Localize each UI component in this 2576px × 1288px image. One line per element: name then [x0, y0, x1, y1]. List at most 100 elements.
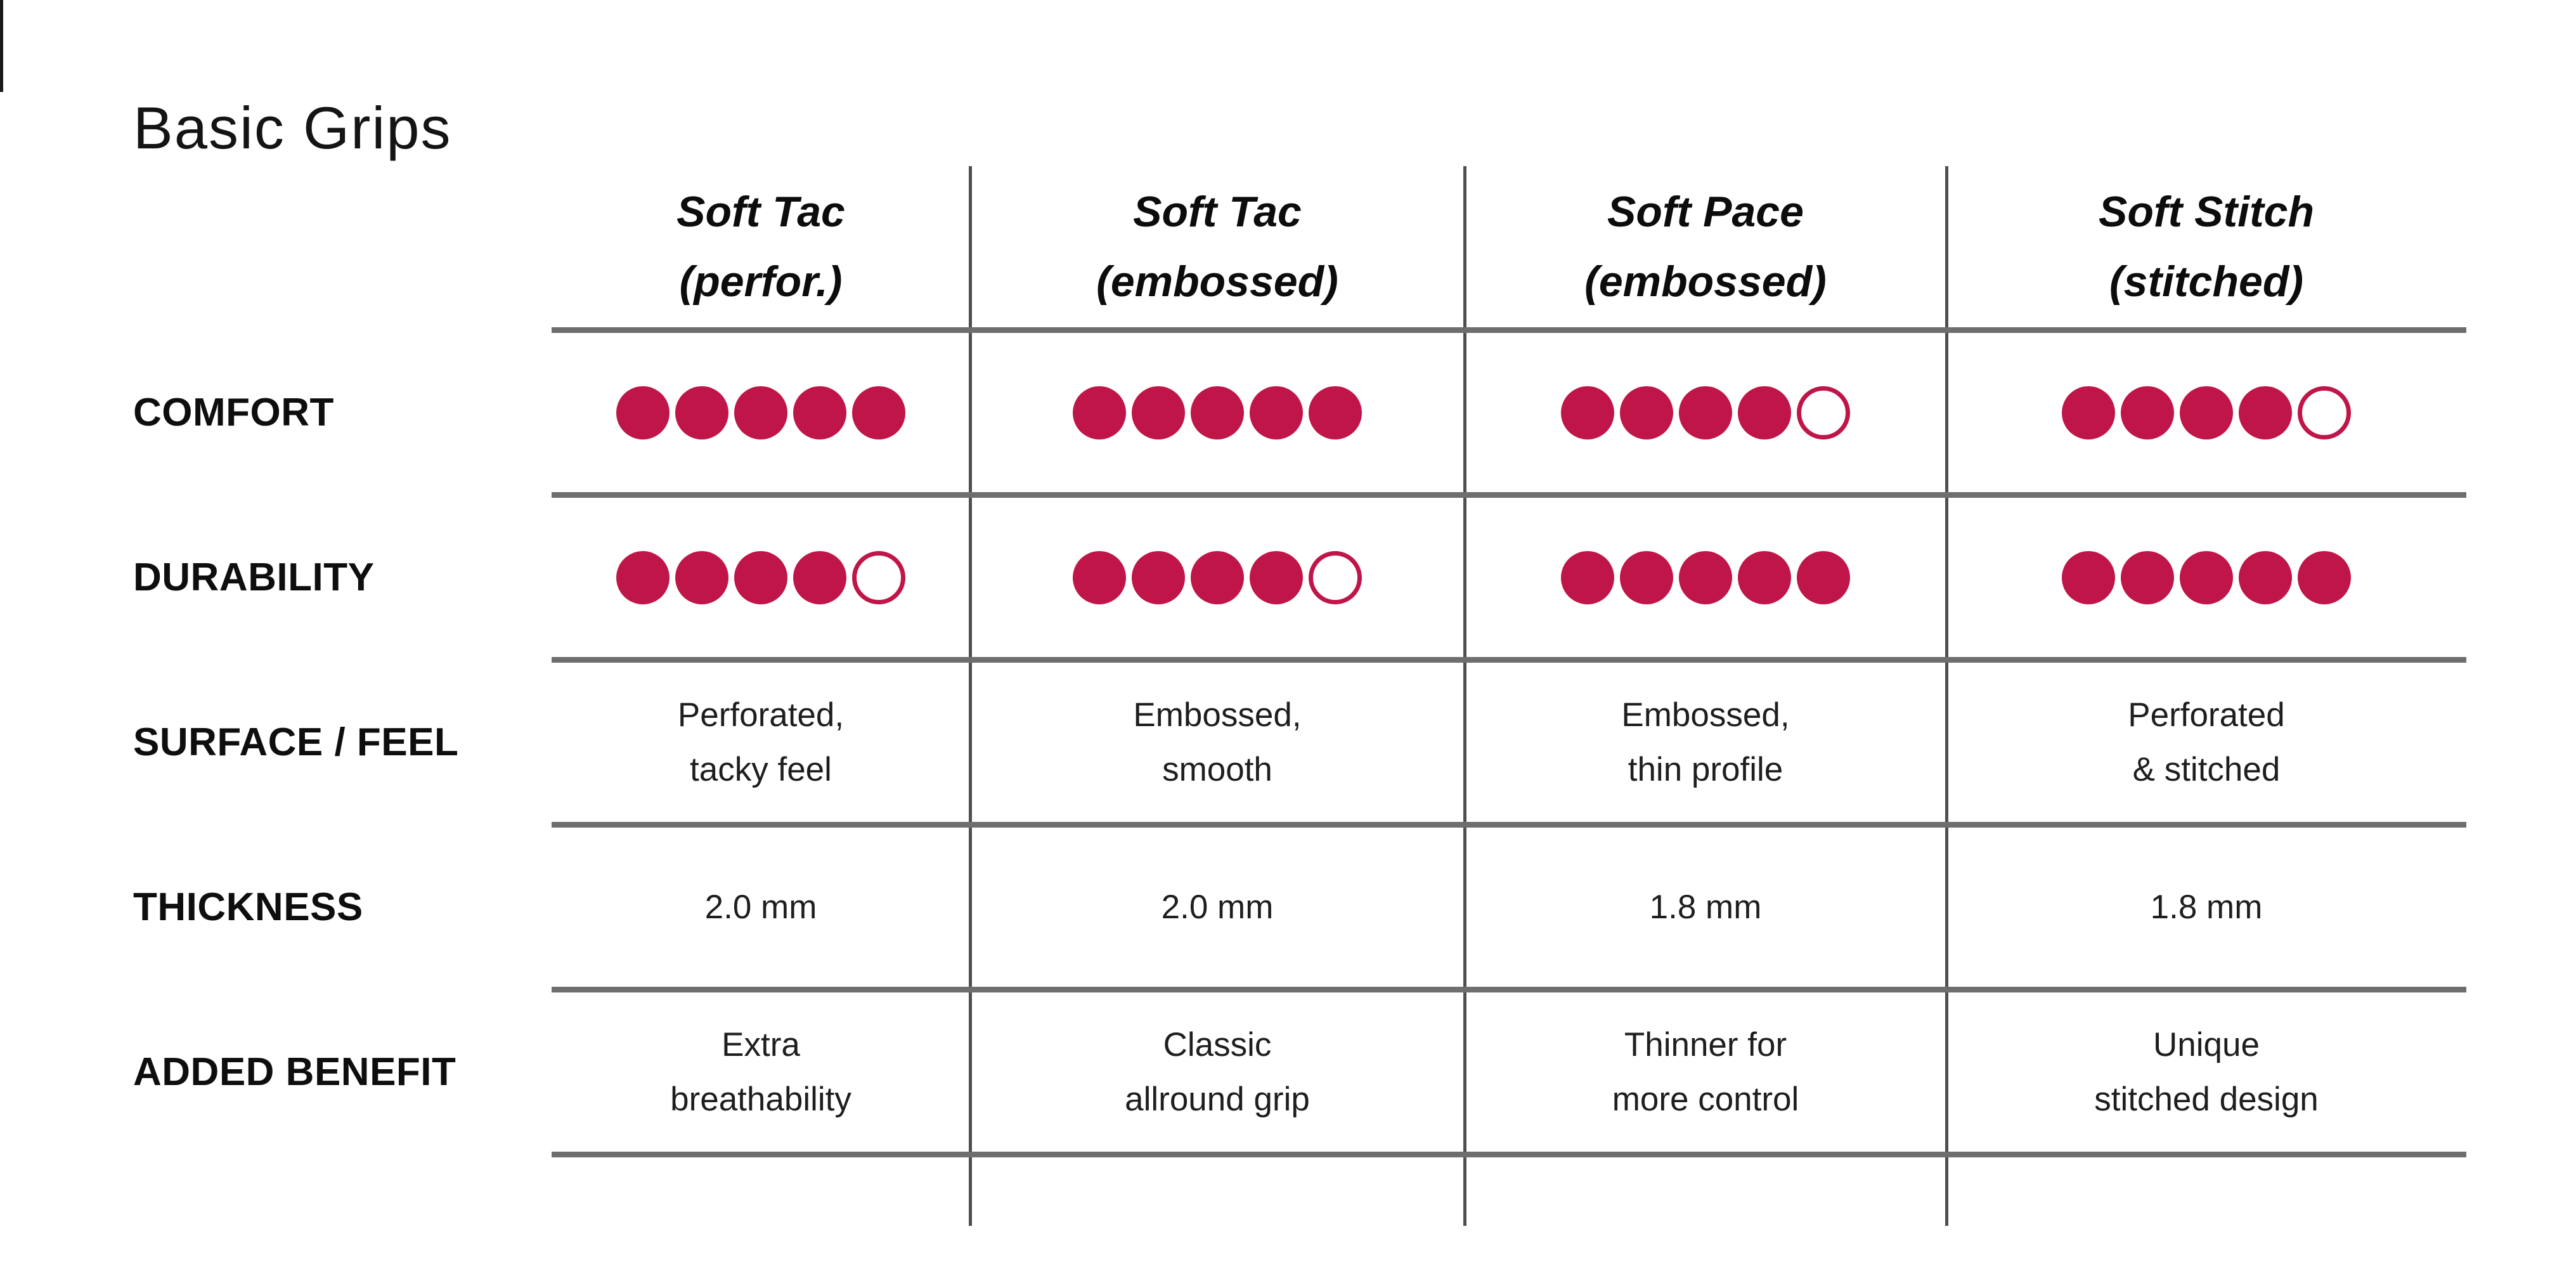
header-spacer: [133, 166, 552, 327]
comparison-table: Soft Tac (perfor.) Soft Tac (embossed) S…: [133, 166, 2466, 1226]
cell-line: 1.8 mm: [2150, 888, 2263, 926]
rating-dot-filled: [734, 386, 787, 439]
cell-line: & stitched: [2132, 750, 2281, 788]
rating-dot-filled: [793, 386, 846, 439]
rating-cell: [552, 333, 970, 492]
cell-line: thin profile: [1628, 750, 1783, 788]
cell-line: breathability: [670, 1080, 851, 1118]
row-separator-line: [552, 657, 2466, 663]
header-row: Soft Tac (perfor.) Soft Tac (embossed) S…: [133, 166, 2466, 327]
column-header-name: Soft Pace: [1607, 188, 1804, 236]
rating-dot-filled: [1250, 386, 1303, 439]
rating-dot-filled: [1073, 386, 1126, 439]
rating-dot-filled: [1250, 550, 1303, 604]
durability-rating: [616, 550, 905, 604]
cell-line: Thinner for: [1624, 1025, 1787, 1064]
rating-dot-filled: [852, 386, 905, 439]
rating-dot-empty: [1797, 386, 1850, 439]
rating-cell: [970, 498, 1465, 657]
column-header-name: Soft Stitch: [2099, 188, 2314, 236]
rating-dot-empty: [852, 550, 905, 604]
row-separator-line: [552, 822, 2466, 828]
rating-cell: [1465, 333, 1946, 492]
table-row-surface-feel: SURFACE / FEEL Perforated, tacky feel Em…: [133, 663, 2466, 822]
column-header-name: Soft Tac: [676, 188, 845, 236]
rating-dot-filled: [1620, 386, 1673, 439]
text-cell: 2.0 mm: [552, 828, 970, 987]
cell-line: Perforated: [2128, 696, 2285, 734]
rating-dot-filled: [734, 550, 787, 604]
page-title: Basic Grips: [133, 94, 452, 161]
rating-dot-filled: [2062, 386, 2115, 439]
row-label: THICKNESS: [133, 885, 363, 929]
rating-dot-filled: [2121, 550, 2174, 604]
rating-dot-filled: [2180, 550, 2233, 604]
text-cell: 2.0 mm: [970, 828, 1465, 987]
durability-rating: [1073, 550, 1362, 604]
durability-rating: [1561, 550, 1850, 604]
rating-cell: [1946, 498, 2466, 657]
rating-dot-filled: [1073, 550, 1126, 604]
row-separator-line: [552, 1152, 2466, 1157]
table-row-added-benefit: ADDED BENEFIT Extra breathability Classi…: [133, 992, 2466, 1152]
text-cell: 1.8 mm: [1946, 828, 2466, 987]
row-label: SURFACE / FEEL: [133, 720, 459, 764]
cell-line: stitched design: [2094, 1080, 2319, 1118]
cell-line: Extra: [722, 1025, 800, 1064]
text-cell: Unique stitched design: [1946, 992, 2466, 1152]
rating-dot-filled: [1620, 550, 1673, 604]
row-label: COMFORT: [133, 391, 334, 434]
column-header-variant: (embossed): [1096, 257, 1338, 306]
rating-dot-filled: [1679, 386, 1732, 439]
cell-line: Embossed,: [1621, 696, 1790, 734]
row-separator-line: [552, 987, 2466, 992]
column-header-variant: (perfor.): [679, 257, 843, 306]
table-row-durability: DURABILITY: [133, 498, 2466, 657]
rating-dot-filled: [793, 550, 846, 604]
text-cell: Perforated & stitched: [1946, 663, 2466, 822]
rating-cell: [1465, 498, 1946, 657]
rating-dot-filled: [1679, 550, 1732, 604]
cell-line: Perforated,: [677, 696, 845, 734]
column-divider-line: [1945, 166, 1948, 1226]
text-cell: 1.8 mm: [1465, 828, 1946, 987]
rating-dot-filled: [2121, 386, 2174, 439]
text-cell: Classic allround grip: [970, 992, 1465, 1152]
rating-cell: [1946, 333, 2466, 492]
rating-dot-filled: [1132, 386, 1185, 439]
durability-rating: [2062, 550, 2351, 604]
table-row-comfort: COMFORT: [133, 333, 2466, 492]
text-cell: Embossed, thin profile: [1465, 663, 1946, 822]
rating-dot-filled: [1191, 550, 1244, 604]
rating-dot-filled: [2180, 386, 2233, 439]
cell-line: 2.0 mm: [1161, 888, 1274, 926]
cell-line: Unique: [2153, 1025, 2260, 1064]
column-header-soft-tac-embossed: Soft Tac (embossed): [970, 166, 1465, 327]
column-header-variant: (stitched): [2109, 257, 2303, 306]
cell-line: tacky feel: [690, 750, 832, 788]
column-header-soft-pace-embossed: Soft Pace (embossed): [1465, 166, 1946, 327]
rating-dot-empty: [2298, 386, 2351, 439]
rating-dot-filled: [1191, 386, 1244, 439]
rating-dot-filled: [616, 386, 670, 439]
column-header-variant: (embossed): [1584, 257, 1827, 306]
rating-dot-filled: [2239, 550, 2292, 604]
cell-line: smooth: [1162, 750, 1272, 788]
rating-dot-filled: [1309, 386, 1362, 439]
row-separator-line: [552, 492, 2466, 498]
row-label: DURABILITY: [133, 556, 375, 599]
rating-dot-filled: [2062, 550, 2115, 604]
comfort-rating: [1073, 386, 1362, 439]
rating-dot-filled: [1561, 386, 1614, 439]
text-cell: Embossed, smooth: [970, 663, 1465, 822]
text-cell: Perforated, tacky feel: [552, 663, 970, 822]
rating-dot-filled: [2298, 550, 2351, 604]
comfort-rating: [616, 386, 905, 439]
cell-line: Classic: [1163, 1025, 1272, 1064]
rating-dot-filled: [616, 550, 670, 604]
text-cell: Thinner for more control: [1465, 992, 1946, 1152]
rating-dot-filled: [1738, 550, 1791, 604]
column-divider-line: [969, 166, 972, 1226]
rating-dot-empty: [1309, 550, 1362, 604]
rating-cell: [970, 333, 1465, 492]
